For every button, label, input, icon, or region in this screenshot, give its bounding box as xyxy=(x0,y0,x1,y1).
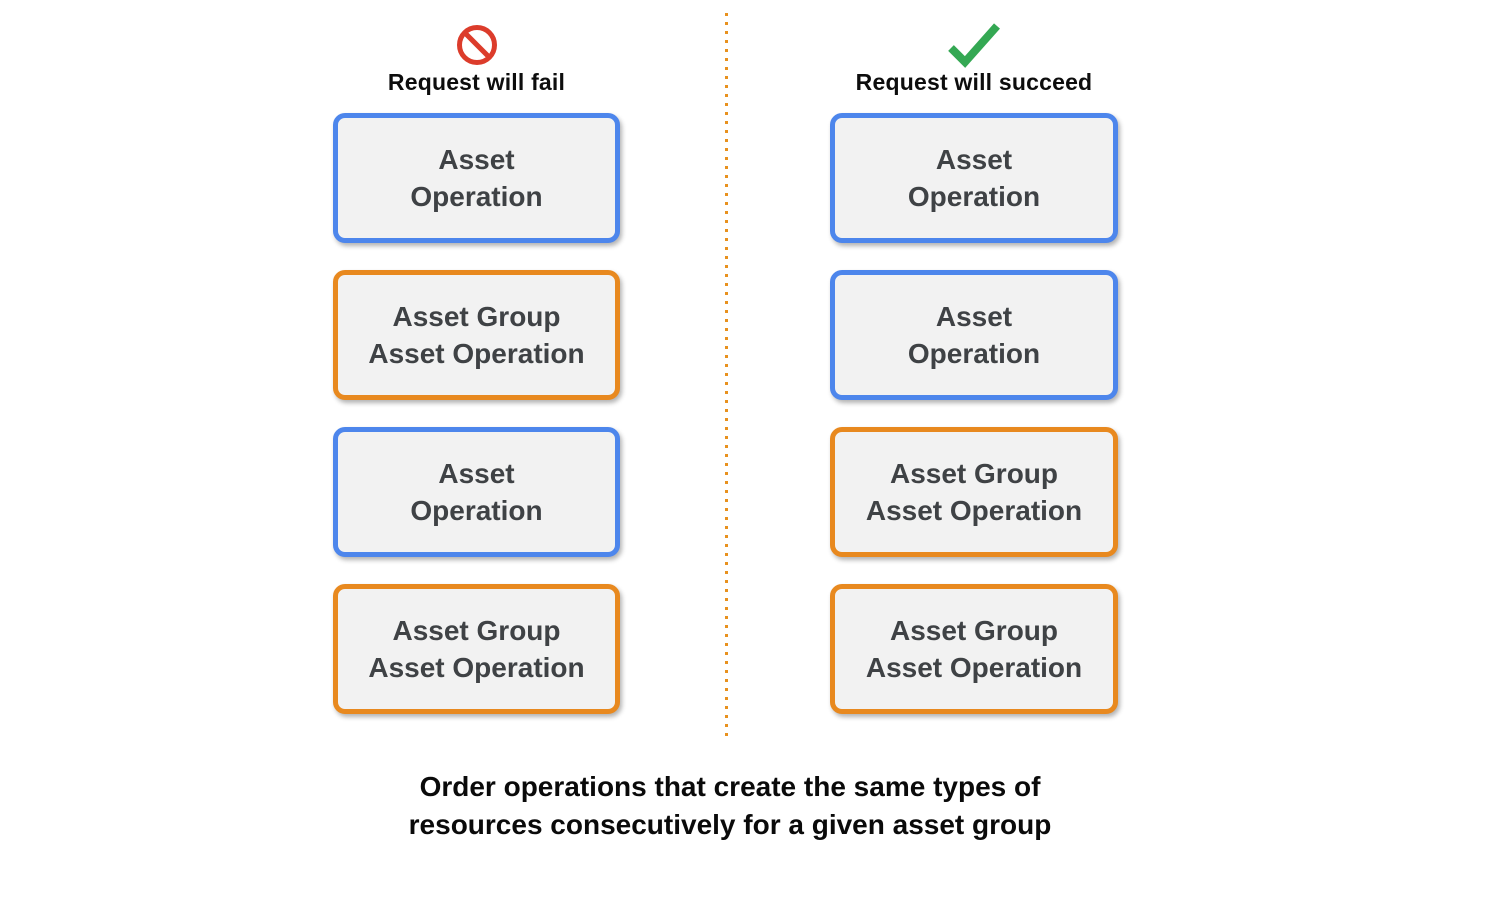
box-label-line: Asset Operation xyxy=(368,652,585,683)
box-label-line: Asset Operation xyxy=(865,495,1083,526)
box-label-line: Operation xyxy=(907,338,1041,369)
box-label-line: Asset Operation xyxy=(368,338,585,369)
box-label-line: Asset xyxy=(935,144,1013,175)
succeed-column: Request will succeed Asset Operation Ass… xyxy=(830,0,1118,741)
fail-column: Request will fail Asset Operation Asset … xyxy=(333,0,620,741)
box-label-line: Operation xyxy=(410,495,543,526)
operation-box-asset: Asset Operation xyxy=(830,113,1118,243)
fail-header-label: Request will fail xyxy=(387,69,566,95)
fail-column-header-block: Request will fail xyxy=(388,0,565,113)
caption-line: Order operations that create the same ty… xyxy=(419,771,1041,802)
box-label-line: Operation xyxy=(907,181,1041,212)
box-label-line: Asset Group xyxy=(392,301,561,332)
dotted-divider-line xyxy=(725,13,728,740)
succeed-column-header-block: Request will succeed xyxy=(856,0,1093,113)
box-label-line: Asset xyxy=(438,144,515,175)
operation-box-asset: Asset Operation xyxy=(333,113,620,243)
operation-box-asset: Asset Operation xyxy=(830,270,1118,400)
box-label-line: Asset xyxy=(438,458,515,489)
prohibition-icon xyxy=(456,23,498,66)
checkmark-icon xyxy=(945,22,1003,68)
operation-box-asset-group: Asset Group Asset Operation xyxy=(333,270,620,400)
operation-box-asset-group: Asset Group Asset Operation xyxy=(830,584,1118,714)
caption-line: resources consecutively for a given asse… xyxy=(408,809,1052,840)
box-label-line: Asset Group xyxy=(392,615,561,646)
box-label-line: Asset Operation xyxy=(865,652,1083,683)
diagram-caption: Order operations that create the same ty… xyxy=(0,768,1460,844)
operation-box-asset: Asset Operation xyxy=(333,427,620,557)
box-label-line: Asset Group xyxy=(889,458,1059,489)
box-label-line: Asset xyxy=(935,301,1013,332)
operation-box-asset-group: Asset Group Asset Operation xyxy=(830,427,1118,557)
box-label-line: Asset Group xyxy=(889,615,1059,646)
succeed-header-label: Request will succeed xyxy=(855,69,1093,95)
box-label-line: Operation xyxy=(410,181,543,212)
operation-box-asset-group: Asset Group Asset Operation xyxy=(333,584,620,714)
